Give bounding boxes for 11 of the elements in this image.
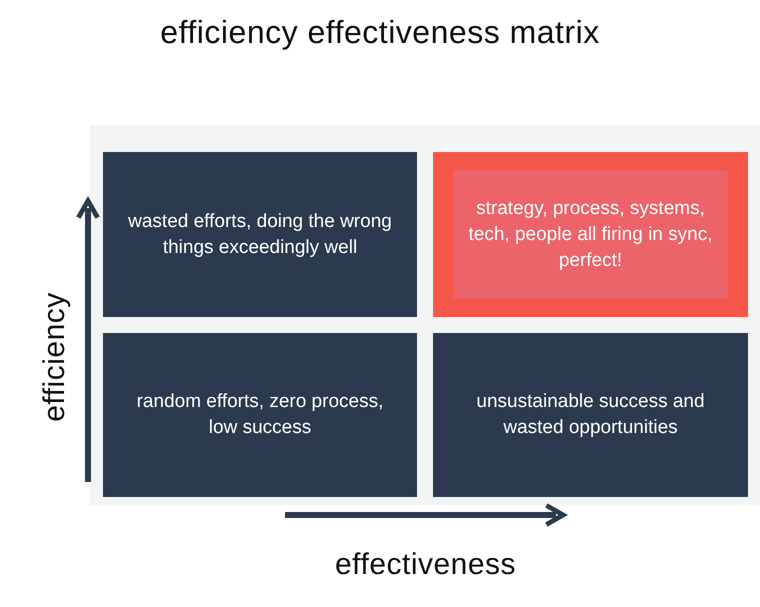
quadrant-box	[103, 333, 417, 497]
title: efficiency effectiveness matrix	[160, 14, 600, 51]
quadrant-box	[103, 152, 417, 317]
quadrant-text: unsustainable success and wasted opportunities	[475, 390, 706, 440]
axis-label: efficiency	[38, 292, 72, 422]
quadrant-box	[433, 152, 748, 317]
axis-label: effectiveness	[335, 548, 516, 582]
quadrant-text: wasted efforts, doing the wrong things exceedingly well	[127, 210, 393, 260]
quadrant-text: strategy, process, systems, tech, people all firing in sync, perfect!	[468, 196, 714, 272]
quadrant-box	[433, 333, 748, 497]
quadrant-text: random efforts, zero process, low success	[136, 390, 384, 440]
